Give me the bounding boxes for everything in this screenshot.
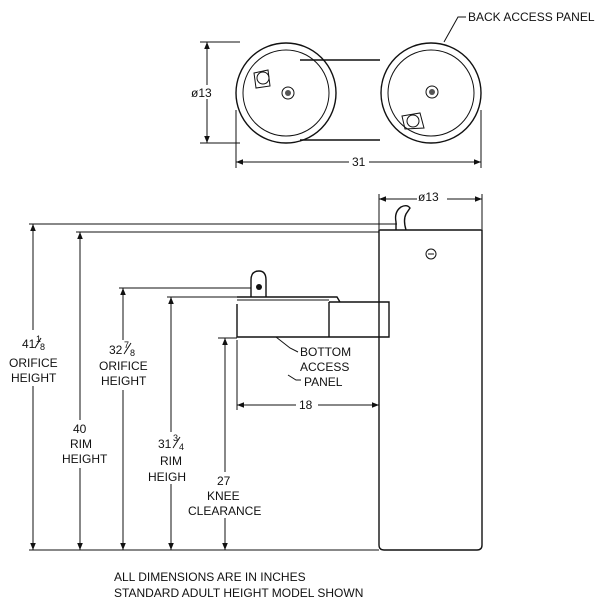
note-line-1: ALL DIMENSIONS ARE IN INCHES bbox=[114, 570, 306, 584]
lower-bubbler bbox=[250, 270, 267, 297]
lower-basin bbox=[236, 296, 390, 338]
upper-bubbler bbox=[394, 205, 411, 231]
svg-text:HEIGHT: HEIGHT bbox=[11, 371, 57, 385]
svg-text:ORIFICE: ORIFICE bbox=[99, 359, 148, 373]
right-drain-icon bbox=[425, 85, 439, 99]
side-view: ø13 41 1 8 ORIFICE HEIGHT 40 RIM HEIGHT … bbox=[8, 190, 483, 551]
svg-text:8: 8 bbox=[130, 348, 135, 358]
svg-text:31: 31 bbox=[158, 437, 172, 451]
svg-text:RIM: RIM bbox=[160, 454, 182, 468]
notes: ALL DIMENSIONS ARE IN INCHES STANDARD AD… bbox=[114, 570, 363, 600]
top-view: BACK ACCESS PANEL ø13 31 bbox=[190, 10, 595, 169]
svg-text:CLEARANCE: CLEARANCE bbox=[188, 504, 261, 518]
svg-text:7: 7 bbox=[124, 340, 129, 350]
rim-height-low-dim: 31 3 4 RIM HEIGHT bbox=[148, 433, 194, 484]
svg-text:3: 3 bbox=[173, 433, 178, 443]
bottom-access-panel-label: BOTTOM ACCESS PANEL bbox=[300, 345, 351, 389]
top-diameter-label: ø13 bbox=[191, 86, 212, 100]
pedestal bbox=[378, 229, 483, 551]
svg-text:PANEL: PANEL bbox=[304, 375, 343, 389]
svg-text:1: 1 bbox=[36, 334, 41, 344]
svg-text:32: 32 bbox=[109, 343, 123, 357]
right-basin-outer bbox=[380, 42, 482, 144]
left-bubbler-icon bbox=[253, 69, 271, 89]
svg-text:BOTTOM: BOTTOM bbox=[300, 345, 351, 359]
left-basin-outer bbox=[235, 42, 337, 144]
side-diameter-label: ø13 bbox=[418, 190, 439, 204]
svg-text:RIM: RIM bbox=[70, 437, 92, 451]
left-basin-inner bbox=[242, 49, 330, 137]
rim-height-high-dim: 40 RIM HEIGHT bbox=[62, 422, 108, 466]
connector-body bbox=[300, 59, 380, 141]
svg-text:8: 8 bbox=[40, 342, 45, 352]
svg-text:4: 4 bbox=[179, 442, 184, 452]
back-access-panel-label: BACK ACCESS PANEL bbox=[468, 10, 595, 24]
top-width-label: 31 bbox=[352, 155, 366, 169]
svg-text:27: 27 bbox=[217, 474, 231, 488]
svg-text:ACCESS: ACCESS bbox=[300, 360, 349, 374]
orifice-height-high-dim: 41 1 8 ORIFICE HEIGHT bbox=[9, 334, 58, 385]
svg-text:HEIGHT: HEIGHT bbox=[148, 470, 194, 484]
right-basin-inner bbox=[387, 49, 475, 137]
orifice-height-low-dim: 32 7 8 ORIFICE HEIGHT bbox=[99, 340, 148, 388]
svg-text:HEIGHT: HEIGHT bbox=[101, 374, 147, 388]
right-bubbler-icon bbox=[401, 112, 425, 130]
svg-text:KNEE: KNEE bbox=[207, 489, 240, 503]
svg-text:ORIFICE: ORIFICE bbox=[9, 356, 58, 370]
svg-text:HEIGHT: HEIGHT bbox=[62, 452, 108, 466]
svg-text:41: 41 bbox=[22, 337, 36, 351]
left-drain-icon bbox=[281, 86, 295, 100]
knee-clearance-dim: 27 KNEE CLEARANCE bbox=[188, 474, 261, 518]
depth-label: 18 bbox=[299, 398, 313, 412]
svg-text:40: 40 bbox=[73, 422, 87, 436]
upper-button-icon bbox=[425, 248, 437, 260]
note-line-2: STANDARD ADULT HEIGHT MODEL SHOWN bbox=[114, 586, 363, 600]
